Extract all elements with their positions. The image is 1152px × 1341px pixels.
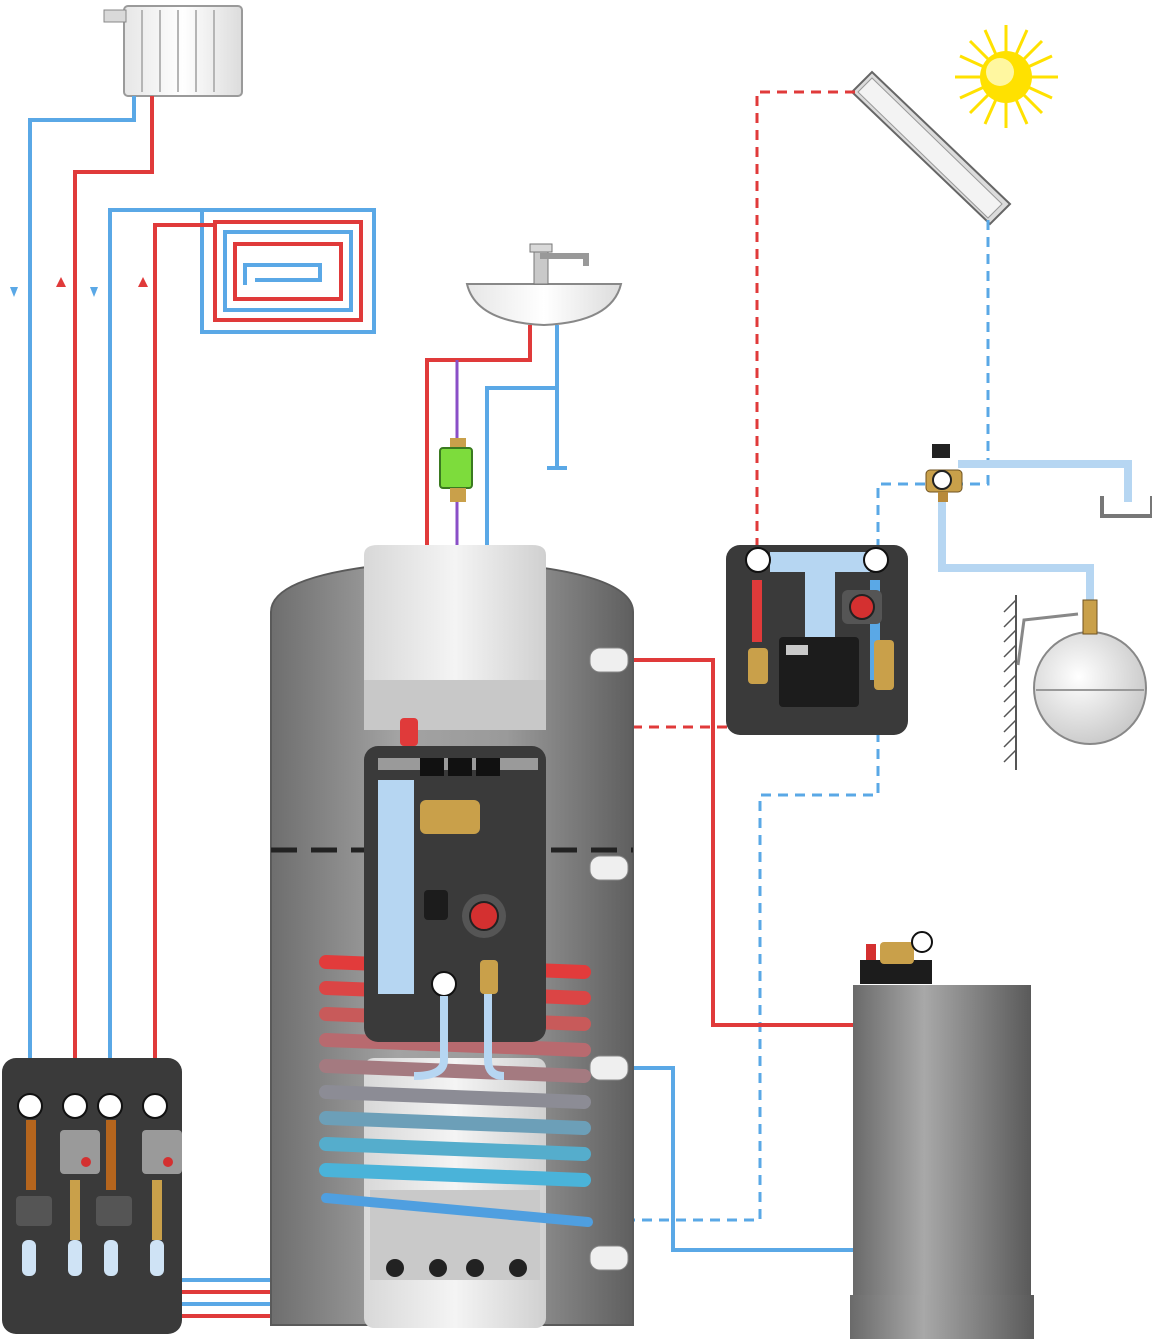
pump-station-icon xyxy=(726,545,908,735)
pump-group-icon xyxy=(2,1058,182,1334)
valve-icon xyxy=(925,444,963,502)
radiator-icon xyxy=(103,5,243,97)
boiler-icon xyxy=(850,931,1034,1339)
flow-arrows xyxy=(10,277,148,297)
expansion-vessel-icon xyxy=(1003,595,1147,770)
solar-panel-icon xyxy=(850,70,1012,226)
sink-icon xyxy=(465,243,623,327)
green-pump-icon xyxy=(439,438,473,502)
fresh-water-module-icon xyxy=(364,746,546,1080)
sun-icon xyxy=(955,25,1058,128)
floor-heating-icon xyxy=(200,208,376,334)
